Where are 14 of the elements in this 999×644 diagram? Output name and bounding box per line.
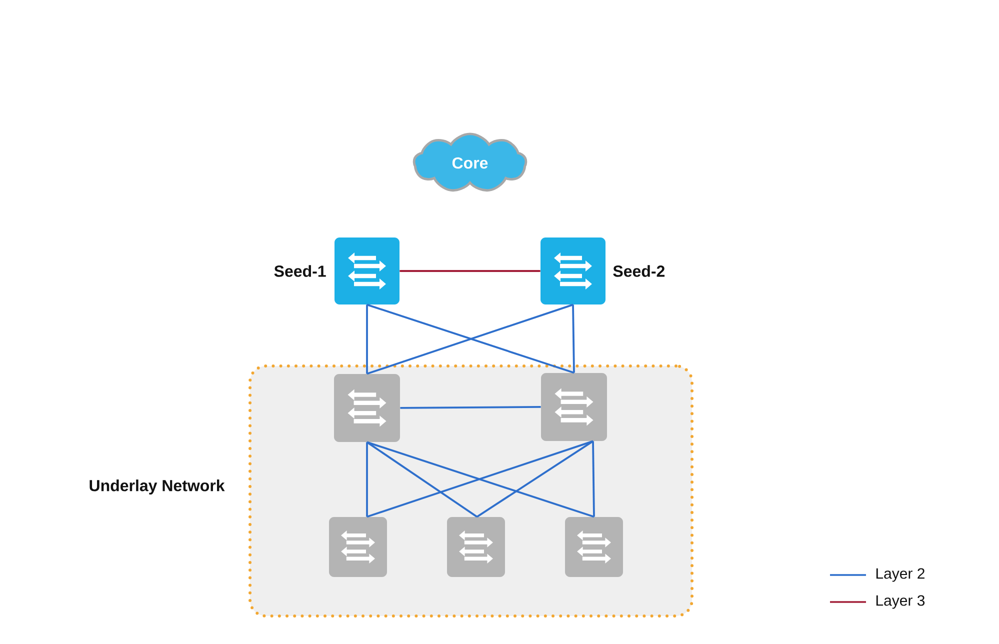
region-label: Underlay Network (90, 480, 225, 494)
switch-label: Seed-1 (274, 265, 326, 277)
legend-label: Layer 2 (876, 568, 924, 582)
link-line (366, 304, 368, 374)
link-line (400, 270, 540, 272)
link-line (572, 304, 575, 373)
switch-label: Seed-2 (613, 265, 665, 277)
link-line (366, 441, 478, 518)
link-line (476, 440, 594, 518)
link-line (400, 406, 541, 409)
cloud: Core (412, 132, 528, 192)
legend-label: Layer 3 (876, 595, 925, 609)
link-line (366, 442, 368, 517)
link-line (592, 441, 595, 517)
